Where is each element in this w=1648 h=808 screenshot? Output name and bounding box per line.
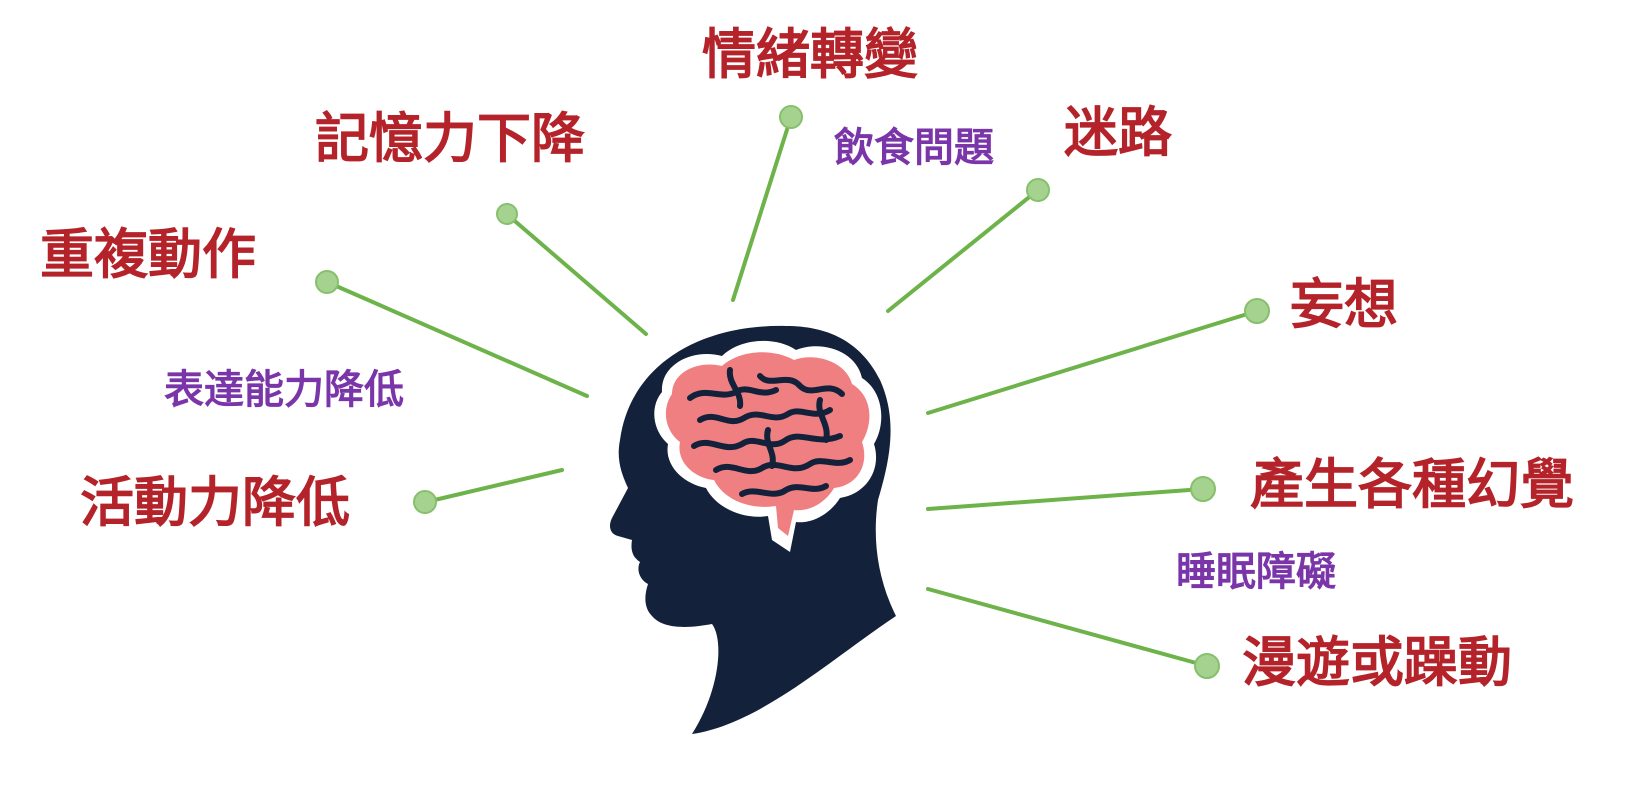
- label-reduced-activity: 活動力降低: [80, 471, 350, 534]
- label-memory-decline: 記憶力下降: [315, 107, 585, 170]
- connector-nodes: [315, 105, 1270, 679]
- label-delusion: 妄想: [1290, 273, 1398, 336]
- label-emotional-change: 情緒轉變: [702, 23, 918, 86]
- label-reduced-expression: 表達能力降低: [164, 367, 404, 413]
- node-hallucinations: [1190, 476, 1216, 502]
- label-eating-problems: 飲食問題: [834, 125, 994, 171]
- node-memory-decline: [496, 203, 518, 225]
- brain-folds: [687, 367, 853, 497]
- label-hallucinations: 產生各種幻覺: [1250, 453, 1574, 516]
- node-emotional-change: [779, 105, 803, 129]
- label-getting-lost: 迷路: [1064, 101, 1172, 164]
- connector-delusion: [926, 309, 1259, 415]
- connector-hallucinations: [926, 487, 1205, 511]
- node-getting-lost: [1026, 178, 1050, 202]
- label-wandering-agitation: 漫遊或躁動: [1242, 631, 1512, 694]
- label-sleep-disorder: 睡眠障礙: [1176, 549, 1336, 595]
- connector-wandering-agitation: [926, 587, 1209, 668]
- connector-reduced-activity: [424, 468, 564, 504]
- node-delusion: [1244, 298, 1270, 324]
- connector-memory-decline: [507, 214, 648, 336]
- label-repetitive-actions: 重複動作: [40, 223, 256, 286]
- connector-getting-lost: [886, 188, 1040, 313]
- node-repetitive-actions: [315, 270, 339, 294]
- connector-lines: [325, 115, 1259, 668]
- node-wandering-agitation: [1194, 653, 1220, 679]
- connector-repetitive-actions: [325, 280, 589, 398]
- connector-emotional-change: [731, 115, 793, 302]
- node-reduced-activity: [413, 490, 437, 514]
